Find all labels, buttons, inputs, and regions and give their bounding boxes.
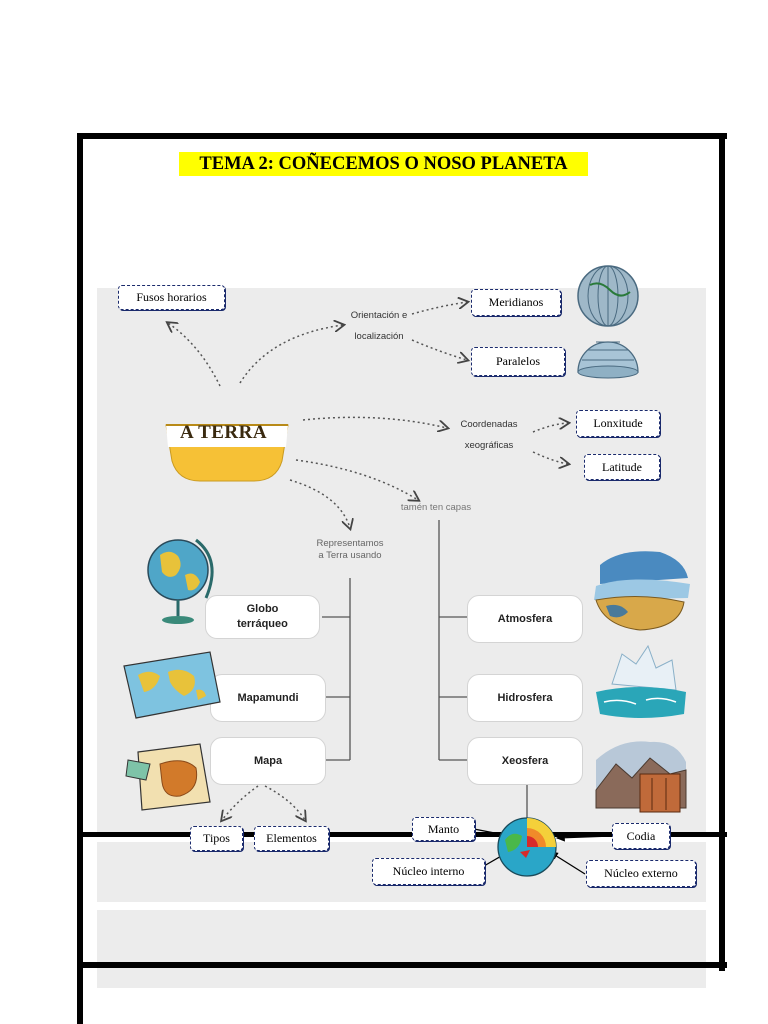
- coords-label: Coordenadas xeográficas: [448, 419, 530, 452]
- meridianos-box: Meridianos: [471, 289, 561, 316]
- frame-divider-2: [77, 962, 727, 968]
- desk-globe-icon: [147, 538, 214, 624]
- coords-label-line1: Coordenadas: [460, 419, 518, 430]
- earth-cross-section-icon: [497, 817, 557, 877]
- page-title: TEMA 2: COÑECEMOS O NOSO PLANETA: [179, 152, 588, 176]
- tipos-box: Tipos: [190, 826, 243, 851]
- coords-label-line2: xeográficas: [464, 440, 514, 451]
- paralelos-box: Paralelos: [471, 347, 565, 376]
- also-layers-label: tamén ten capas: [400, 502, 472, 513]
- arrow-to-tipos: [222, 785, 259, 820]
- fusos-horarios-box: Fusos horarios: [118, 285, 225, 310]
- orientation-label: Orientación e localización: [340, 310, 418, 343]
- center-topic: A TERRA: [180, 422, 268, 443]
- globe-parallels-icon: [577, 341, 639, 379]
- lonxitude-box: Lonxitude: [576, 410, 660, 437]
- manto-box: Manto: [412, 817, 475, 841]
- orientation-label-line1: Orientación e: [350, 310, 408, 321]
- wireframe-globe-icon: [577, 265, 639, 327]
- hidrosfera-box: Hidrosfera: [467, 674, 583, 722]
- mountain-icon: [595, 741, 687, 813]
- globo-terraqueo-box: Globo terráqueo: [205, 595, 320, 639]
- xeosfera-box: Xeosfera: [467, 737, 583, 785]
- frame-divider-1: [77, 832, 727, 837]
- paper-strip-bottom: [97, 910, 706, 988]
- represent-label-line1: Representamos: [316, 538, 384, 549]
- nucleo-externo-box: Núcleo externo: [586, 860, 696, 887]
- nucleo-interno-box: Núcleo interno: [372, 858, 485, 885]
- terra-bowl-icon: [165, 424, 289, 482]
- arrow-to-represent: [289, 479, 350, 528]
- spain-map-icon: [125, 743, 211, 811]
- mapa-box: Mapa: [210, 737, 326, 785]
- mapamundi-box: Mapamundi: [210, 674, 326, 722]
- codia-box: Codia: [612, 823, 670, 849]
- atmosfera-box: Atmosfera: [467, 595, 583, 643]
- represent-label: Representamos a Terra usando: [305, 538, 395, 562]
- world-map-icon: [123, 651, 221, 719]
- arrow-to-layers: [295, 459, 418, 500]
- elementos-box: Elementos: [254, 826, 329, 851]
- represent-label-line2: a Terra usando: [318, 550, 382, 561]
- frame-right: [719, 133, 725, 971]
- arrow-to-orientation: [239, 325, 343, 384]
- frame-left: [77, 133, 83, 1024]
- atmosphere-icon: [594, 551, 690, 631]
- frame-top: [77, 133, 727, 139]
- arrow-to-latitude: [532, 451, 568, 464]
- iceberg-icon: [596, 644, 686, 718]
- orientation-label-line2: localización: [354, 331, 404, 342]
- latitude-box: Latitude: [584, 454, 660, 480]
- arrow-to-meridianos: [411, 302, 467, 315]
